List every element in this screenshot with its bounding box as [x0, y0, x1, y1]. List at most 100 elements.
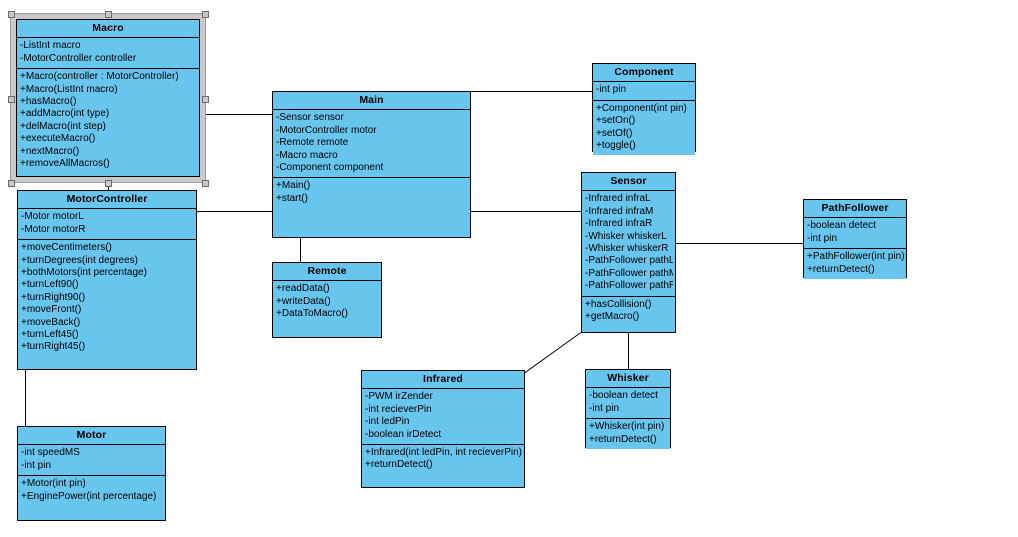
association-main-remote[interactable] — [300, 238, 301, 262]
selection-handle-sw[interactable] — [8, 180, 15, 187]
class-title-infrared: Infrared — [362, 371, 524, 390]
operation-row: +removeAllMacros() — [20, 158, 110, 170]
operation-row: +toggle() — [596, 140, 636, 152]
attribute-row: -Remote remote — [276, 137, 349, 149]
class-operations-whisker: +Whisker(int pin) +returnDetect() — [586, 418, 670, 450]
attribute-row: -Whisker whiskerL — [585, 230, 667, 242]
uml-class-infrared[interactable]: Infrared -PWM irZender -int recieverPin … — [361, 370, 525, 488]
attribute-row: -boolean irDetect — [365, 428, 442, 440]
operation-row: +Component(int pin) — [596, 102, 687, 114]
attribute-row: -Motor motorL — [21, 211, 84, 223]
uml-class-main[interactable]: Main -Sensor sensor -MotorController mot… — [272, 91, 471, 238]
class-operations-motorcontroller: +moveCentimeters() +turnDegrees(int degr… — [18, 239, 196, 357]
association-sensor-pathfollower[interactable] — [676, 243, 803, 244]
attribute-row: -MotorController motor — [276, 124, 377, 136]
class-operations-motor: +Motor(int pin) +EnginePower(int percent… — [18, 475, 165, 507]
class-operations-main: +Main() +start() — [273, 177, 470, 209]
operation-row: +hasCollision() — [585, 298, 652, 310]
class-attributes-whisker: -boolean detect -int pin — [586, 388, 670, 419]
operation-row: +Infrared(int ledPin, int recieverPin) — [365, 447, 522, 459]
operation-row: +Macro(controller : MotorController) — [20, 71, 179, 83]
attribute-row: -PWM irZender — [365, 391, 433, 403]
attribute-row: -ListInt macro — [20, 40, 81, 52]
operation-row: +moveFront() — [21, 304, 82, 316]
selection-handle-se[interactable] — [202, 180, 209, 187]
class-title-component: Component — [593, 64, 695, 83]
uml-class-pathfollower[interactable]: PathFollower -boolean detect -int pin +P… — [803, 199, 907, 280]
attribute-row: -Infrared infraL — [585, 193, 651, 205]
operation-row: +Whisker(int pin) — [589, 421, 665, 433]
selection-handle-s[interactable] — [105, 180, 112, 187]
uml-class-motorcontroller[interactable]: MotorController -Motor motorL -Motor mot… — [17, 190, 197, 370]
class-operations-infrared: +Infrared(int ledPin, int recieverPin) +… — [362, 444, 524, 475]
operation-row: +turnRight45() — [21, 341, 86, 353]
operation-row-static: +Main() — [276, 180, 311, 192]
operation-row: +Motor(int pin) — [21, 478, 86, 490]
uml-class-motor[interactable]: Motor -int speedMS -int pin +Motor(int p… — [17, 426, 166, 521]
attribute-row: -PathFollower pathR — [585, 280, 673, 292]
class-title-motor: Motor — [18, 427, 165, 446]
uml-class-whisker[interactable]: Whisker -boolean detect -int pin +Whiske… — [585, 369, 671, 450]
association-motorcontroller-motor-v[interactable] — [25, 370, 26, 426]
class-operations-sensor: +hasCollision() +getMacro() — [582, 295, 675, 327]
class-attributes-motor: -int speedMS -int pin — [18, 445, 165, 476]
selection-handle-n[interactable] — [105, 11, 112, 18]
attribute-row: -Infrared infraM — [585, 205, 654, 217]
operation-row: +setOf() — [596, 127, 633, 139]
attribute-row: -Component component — [276, 162, 384, 174]
association-sensor-whisker[interactable] — [628, 333, 629, 369]
selection-handle-e[interactable] — [202, 96, 209, 103]
operation-row: +bothMotors(int percentage) — [21, 267, 147, 279]
operation-row: +start() — [276, 192, 308, 204]
attribute-row: -PathFollower pathM — [585, 267, 673, 279]
class-operations-pathfollower: +PathFollower(int pin) +returnDetect() — [804, 248, 906, 280]
uml-class-component[interactable]: Component -int pin +Component(int pin) +… — [592, 63, 696, 156]
attribute-row: -int recieverPin — [365, 403, 432, 415]
class-attributes-infrared: -PWM irZender -int recieverPin -int ledP… — [362, 389, 524, 445]
class-attributes-component: -int pin — [593, 82, 695, 100]
operation-row: +Macro(ListInt macro) — [20, 83, 118, 95]
uml-class-remote[interactable]: Remote +readData() +writeData() +DataToM… — [272, 262, 382, 338]
class-title-macro: Macro — [17, 20, 199, 39]
attribute-row: -PathFollower pathL — [585, 255, 673, 267]
class-title-remote: Remote — [273, 263, 381, 282]
association-motorcontroller-main[interactable] — [196, 211, 274, 212]
operation-row: +DataToMacro() — [276, 308, 348, 320]
class-attributes-main: -Sensor sensor -MotorController motor -R… — [273, 110, 470, 178]
operation-row: +moveBack() — [21, 316, 81, 328]
class-operations-macro: +Macro(controller : MotorController) +Ma… — [17, 68, 199, 174]
attribute-row: -Infrared infraR — [585, 218, 653, 230]
class-attributes-sensor: -Infrared infraL -Infrared infraM -Infra… — [582, 191, 675, 296]
operation-row: +executeMacro() — [20, 133, 96, 145]
association-macro-motorcontroller[interactable] — [108, 180, 109, 196]
operation-row: +EnginePower(int percentage) — [21, 490, 157, 502]
attribute-row: -boolean detect — [589, 390, 658, 402]
operation-row: +writeData() — [276, 295, 331, 307]
association-macro-main[interactable] — [196, 114, 274, 115]
association-main-sensor[interactable] — [471, 211, 581, 212]
class-operations-remote: +readData() +writeData() +DataToMacro() — [273, 281, 381, 324]
selection-handle-nw[interactable] — [8, 11, 15, 18]
association-main-component[interactable] — [471, 91, 592, 92]
operation-row: +moveCentimeters() — [21, 242, 112, 254]
operation-row: +turnRight90() — [21, 291, 86, 303]
attribute-row: -int ledPin — [365, 416, 410, 428]
attribute-row: -int pin — [21, 459, 52, 471]
uml-class-sensor[interactable]: Sensor -Infrared infraL -Infrared infraM… — [581, 172, 676, 333]
uml-class-macro[interactable]: Macro -ListInt macro -MotorController co… — [16, 19, 200, 177]
attribute-row: -Whisker whiskerR — [585, 243, 669, 255]
class-attributes-macro: -ListInt macro -MotorController controll… — [17, 38, 199, 69]
class-operations-component: +Component(int pin) +setOn() +setOf() +t… — [593, 99, 695, 156]
selection-handle-ne[interactable] — [202, 11, 209, 18]
selection-handle-w[interactable] — [8, 96, 15, 103]
operation-row: +setOn() — [596, 115, 636, 127]
operation-row: +getMacro() — [585, 311, 640, 323]
operation-row: +readData() — [276, 283, 330, 295]
class-title-pathfollower: PathFollower — [804, 200, 906, 219]
operation-row: +returnDetect() — [807, 263, 875, 275]
operation-row: +turnLeft45() — [21, 329, 79, 341]
attribute-row: -MotorController controller — [20, 52, 137, 64]
operation-row: +returnDetect() — [589, 433, 657, 445]
attribute-row: -Motor motorR — [21, 223, 86, 235]
